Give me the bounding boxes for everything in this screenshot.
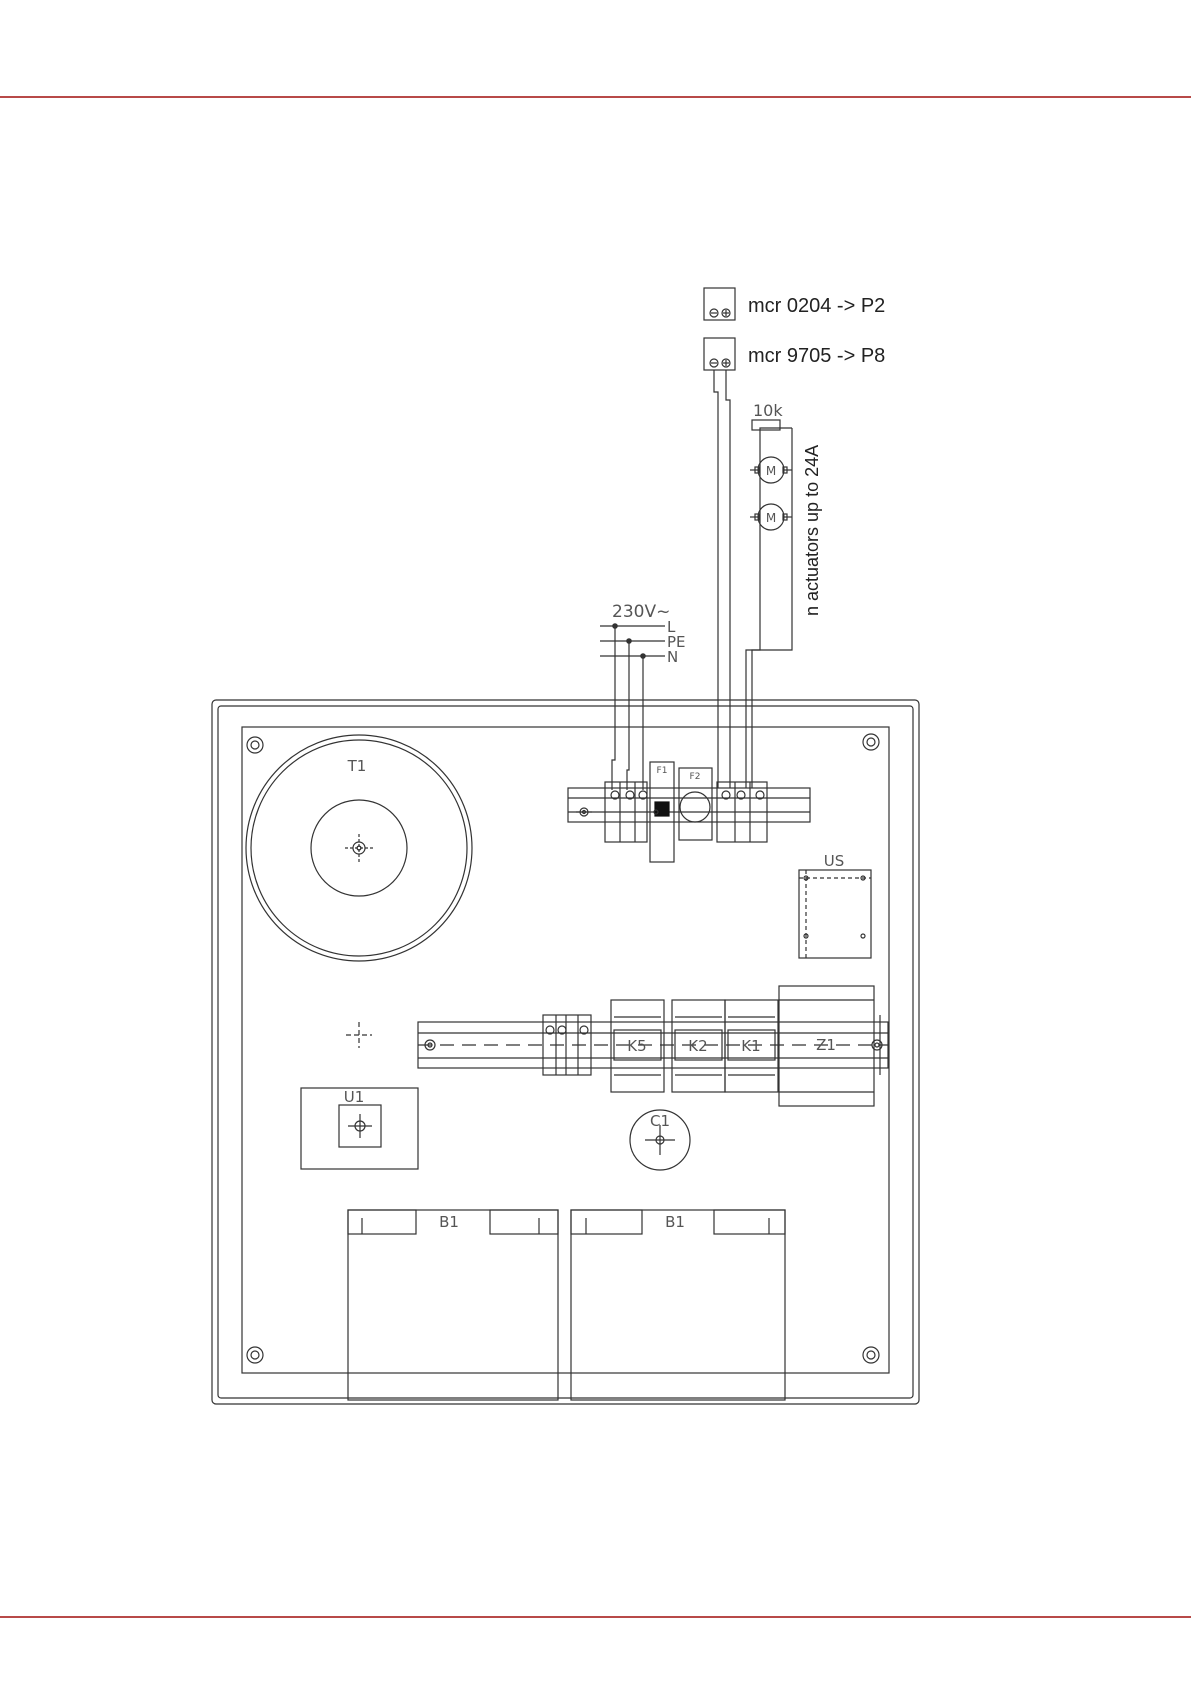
screw-bottom-right — [863, 1347, 879, 1363]
label-f2: F2 — [690, 772, 701, 782]
label-actuators: n actuators up to 24A — [802, 445, 822, 616]
crosshair-marker — [346, 1022, 372, 1048]
module-b1-left — [348, 1210, 558, 1400]
label-u1: U1 — [344, 1088, 365, 1106]
label-mcr-9705: mcr 9705 -> P8 — [748, 345, 885, 367]
label-resistor: 10k — [753, 401, 783, 420]
supply-lines — [600, 626, 665, 790]
label-b1-left: B1 — [439, 1213, 459, 1231]
label-f1: F1 — [657, 766, 668, 776]
label-z1: Z1 — [816, 1036, 836, 1054]
screw-top-left — [247, 737, 263, 753]
junction-n — [641, 654, 645, 658]
label-b1-right: B1 — [665, 1213, 685, 1231]
label-t1: T1 — [347, 757, 367, 775]
label-k5: K5 — [627, 1037, 646, 1055]
connector-mcr-9705 — [704, 338, 735, 370]
label-c1: C1 — [650, 1112, 670, 1130]
din-rail-top — [568, 782, 810, 842]
label-k2: K2 — [688, 1037, 707, 1055]
label-line-n: N — [667, 648, 678, 666]
label-k1: K1 — [741, 1037, 760, 1055]
control-wires — [714, 370, 792, 788]
connector-mcr-0204 — [704, 288, 735, 320]
label-motor-2: M — [766, 511, 776, 525]
label-supply: 230V~ — [612, 602, 670, 622]
screw-bottom-left — [247, 1347, 263, 1363]
screw-top-right — [863, 734, 879, 750]
label-us: US — [824, 852, 845, 870]
module-us — [799, 870, 871, 958]
junction-pe — [627, 639, 631, 643]
label-motor-1: M — [766, 464, 776, 478]
label-mcr-0204: mcr 0204 -> P2 — [748, 295, 885, 317]
junction-l — [613, 624, 617, 628]
module-b1-right — [571, 1210, 785, 1400]
